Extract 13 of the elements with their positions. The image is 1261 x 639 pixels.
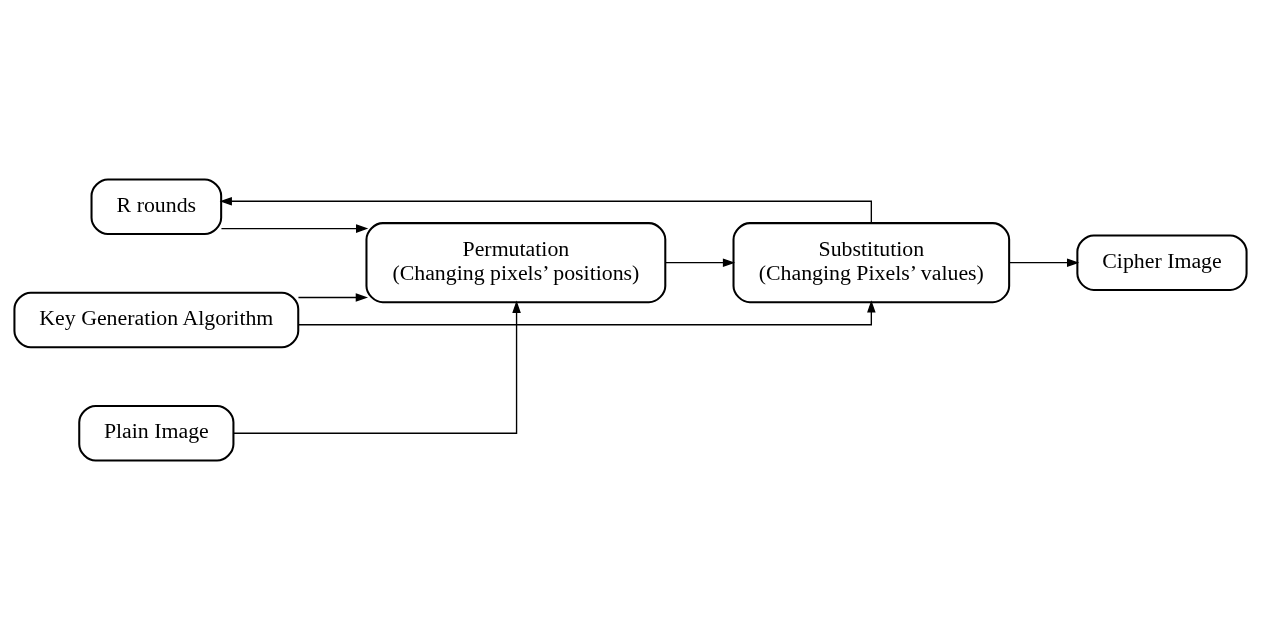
node-box: Cipher Image: [1076, 233, 1248, 291]
arrow: [664, 257, 736, 267]
node-box: Key Generation Algorithm: [13, 291, 300, 348]
node-box: R rounds: [90, 177, 223, 235]
arrow: [219, 196, 872, 224]
node-box: Substitution (Changing Pixels’ values): [732, 221, 1011, 303]
arrow: [297, 299, 876, 325]
arrow: [220, 223, 369, 233]
node-box: Permutation (Changing pixels’ positions): [365, 221, 667, 303]
node-box: Plain Image: [78, 404, 235, 462]
arrow: [297, 292, 368, 302]
arrow: [1008, 257, 1080, 267]
arrow: [232, 300, 521, 434]
